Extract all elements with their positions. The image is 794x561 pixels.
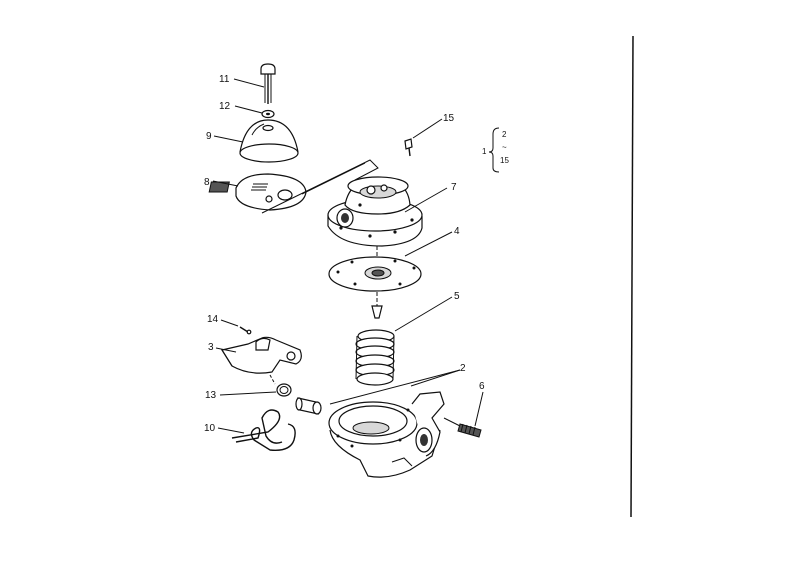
callout-6: 6 — [479, 381, 485, 392]
callout-7: 7 — [451, 182, 457, 193]
leader-lines — [212, 78, 484, 434]
part-8-filter-plate — [208, 173, 307, 211]
kit-legend: 1 2 ~ 15 — [482, 127, 509, 173]
part-11-bolt — [260, 63, 276, 104]
part-4-diaphragm — [328, 256, 422, 292]
part-9-dome-cover — [239, 119, 299, 163]
kit-legend-last: 15 — [500, 156, 509, 165]
assembly-guide-bracket — [261, 159, 379, 214]
callout-labels: 11 12 9 8 15 7 4 5 14 3 2 6 13 10 — [204, 74, 485, 434]
part-15-screw — [404, 138, 413, 157]
part-5-spring — [355, 329, 395, 386]
part-6-threaded-stud — [443, 417, 482, 438]
kit-legend-tilde: ~ — [502, 143, 507, 152]
page-border-line — [630, 35, 634, 518]
callout-11: 11 — [219, 74, 230, 85]
callout-4: 4 — [454, 226, 460, 237]
kit-legend-first: 2 — [502, 130, 507, 139]
callout-15: 15 — [443, 113, 455, 124]
kit-legend-group: 1 — [482, 147, 487, 156]
callout-10: 10 — [204, 423, 216, 434]
part-10-wire-clip — [231, 409, 296, 451]
diaphragm-stem — [371, 305, 383, 319]
part-12-washer — [261, 109, 275, 119]
rocker-pivot-pin — [295, 397, 322, 415]
part-3-rocker-arm — [221, 336, 302, 385]
callout-5: 5 — [454, 291, 460, 302]
part-7-upper-body — [327, 176, 423, 247]
part-14-pin — [239, 326, 252, 335]
callout-8: 8 — [204, 177, 210, 188]
callout-2: 2 — [460, 363, 466, 374]
callout-14: 14 — [207, 314, 219, 325]
part-13-ring — [276, 383, 292, 397]
callout-9: 9 — [206, 131, 212, 142]
callout-13: 13 — [205, 390, 217, 401]
callout-12: 12 — [219, 101, 231, 112]
callout-3: 3 — [208, 342, 214, 353]
part-2-lower-body — [328, 391, 445, 478]
